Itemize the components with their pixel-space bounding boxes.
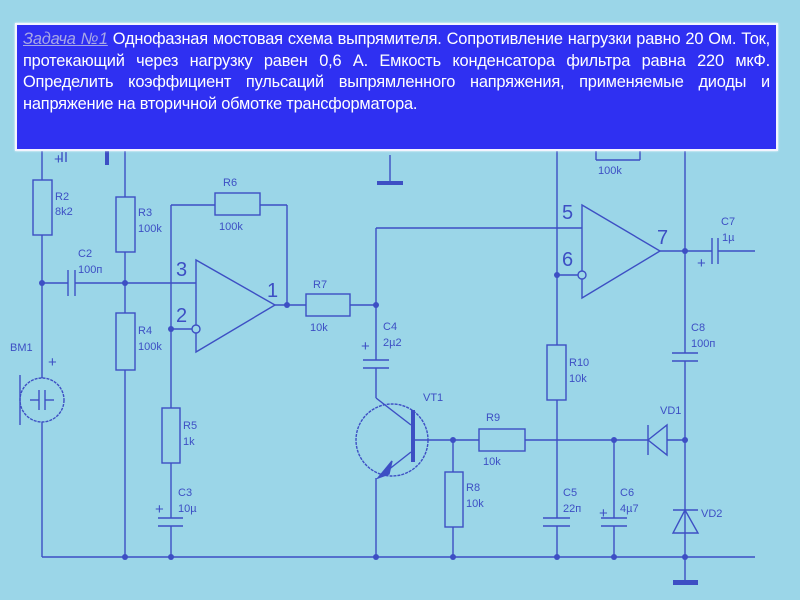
svg-text:C8: C8 (691, 322, 705, 334)
svg-text:100п: 100п (78, 264, 102, 276)
svg-text:VD2: VD2 (701, 508, 722, 520)
svg-text:C6: C6 (620, 487, 634, 499)
svg-text:3: 3 (176, 259, 187, 281)
svg-text:VD1: VD1 (660, 405, 681, 417)
wires (41, 150, 755, 582)
svg-text:R5: R5 (183, 420, 197, 432)
nodes (39, 248, 688, 560)
svg-text:10µ: 10µ (178, 503, 197, 515)
svg-text:10k: 10k (466, 498, 484, 510)
svg-text:C3: C3 (178, 487, 192, 499)
svg-text:100k: 100k (219, 221, 243, 233)
svg-text:10k: 10k (569, 373, 587, 385)
task-description: Однофазная мостовая схема выпрямителя. С… (23, 30, 770, 113)
svg-text:+: + (155, 501, 164, 518)
svg-text:22п: 22п (563, 503, 581, 515)
svg-text:C7: C7 (721, 216, 735, 228)
svg-text:100k: 100k (138, 223, 162, 235)
svg-text:+: + (697, 255, 706, 272)
svg-text:100k: 100k (598, 165, 622, 177)
capacitors (61, 152, 719, 527)
svg-text:7: 7 (657, 227, 668, 249)
task-title: Задача №1 (23, 30, 108, 48)
svg-text:10k: 10k (483, 456, 501, 468)
svg-text:R7: R7 (313, 279, 327, 291)
polarity-marks: + + + + + + (48, 151, 706, 522)
task-text-box: Задача №1 Однофазная мостовая схема выпр… (15, 23, 778, 151)
pin-labels: 3 2 1 5 6 7 (176, 202, 668, 327)
svg-text:R2: R2 (55, 191, 69, 203)
svg-text:VT1: VT1 (423, 392, 443, 404)
svg-text:R10: R10 (569, 357, 589, 369)
op-amps (191, 203, 662, 354)
transistor-vt1 (355, 403, 429, 480)
component-labels: R2 8k2 R3 100k R4 100k R5 1k R6 100k R7 10k R8… (10, 165, 735, 520)
svg-text:BM1: BM1 (10, 342, 33, 354)
svg-text:4µ7: 4µ7 (620, 503, 639, 515)
svg-text:R6: R6 (223, 177, 237, 189)
svg-text:100п: 100п (691, 338, 715, 350)
svg-text:2: 2 (176, 305, 187, 327)
svg-text:10k: 10k (310, 322, 328, 334)
svg-text:8k2: 8k2 (55, 206, 73, 218)
microphone-bm1 (19, 375, 65, 425)
diodes (646, 423, 700, 534)
svg-text:+: + (54, 151, 63, 168)
svg-text:+: + (48, 354, 57, 371)
svg-text:R4: R4 (138, 325, 152, 337)
svg-text:2µ2: 2µ2 (383, 337, 402, 349)
svg-text:C4: C4 (383, 321, 397, 333)
svg-text:+: + (599, 505, 608, 522)
svg-text:5: 5 (562, 202, 573, 224)
svg-text:6: 6 (562, 249, 573, 271)
svg-text:1k: 1k (183, 436, 195, 448)
svg-text:R9: R9 (486, 412, 500, 424)
svg-text:C5: C5 (563, 487, 577, 499)
svg-text:1: 1 (267, 280, 278, 302)
svg-text:+: + (361, 338, 370, 355)
svg-text:R8: R8 (466, 482, 480, 494)
svg-text:100k: 100k (138, 341, 162, 353)
svg-text:1µ: 1µ (722, 232, 735, 244)
svg-text:R3: R3 (138, 207, 152, 219)
svg-text:C2: C2 (78, 248, 92, 260)
ground-symbols (105, 150, 698, 585)
resistors (32, 179, 567, 528)
